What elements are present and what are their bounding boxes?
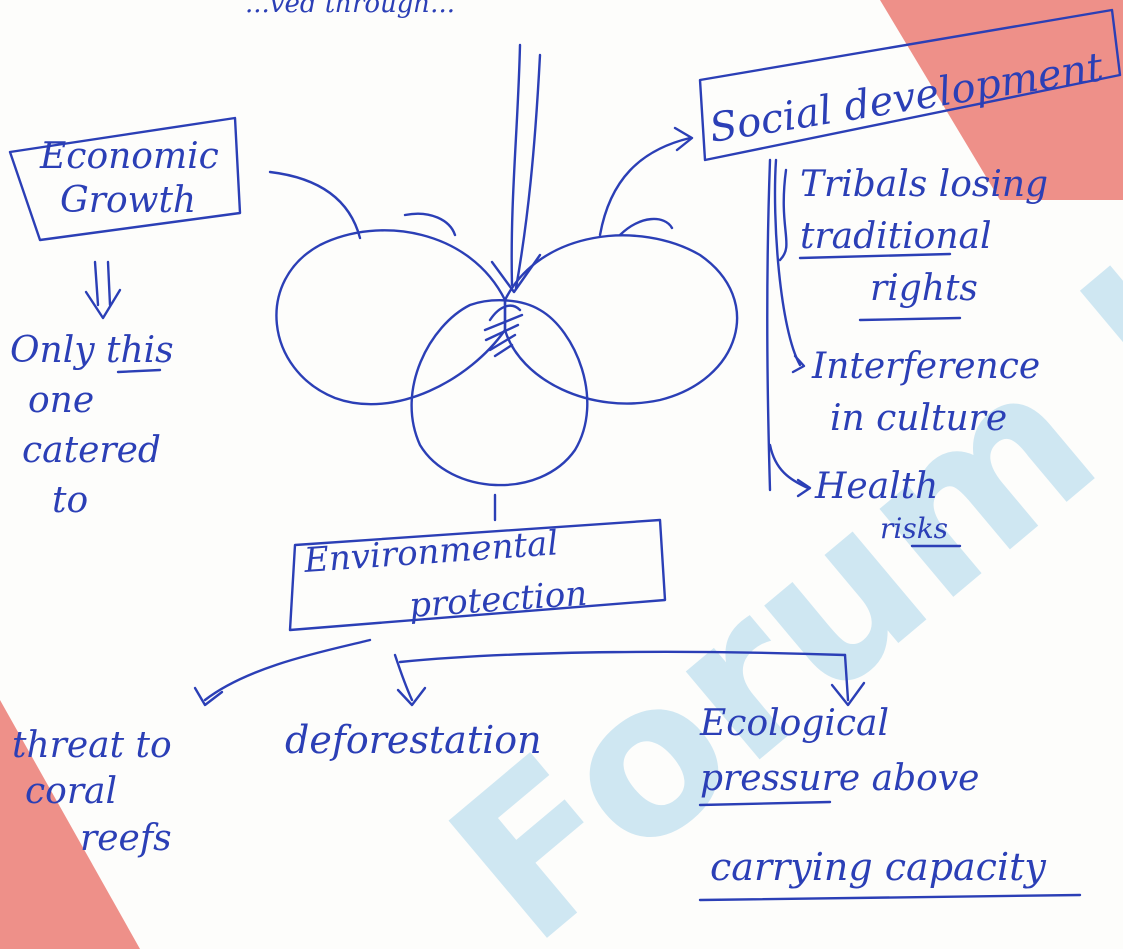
venn-circle-economic xyxy=(275,229,507,406)
social-branches xyxy=(766,158,812,498)
environment-box: Environmental protection xyxy=(288,518,667,632)
arrow-circle-to-social xyxy=(598,136,692,237)
env-point-reefs-line1: threat to xyxy=(12,725,172,766)
venn-overlap-shading xyxy=(483,304,524,358)
top-arrow xyxy=(490,43,542,294)
venn-circle-environment xyxy=(410,299,589,487)
social-point-1-line2: traditional xyxy=(800,216,992,257)
env-point-deforestation: deforestation xyxy=(285,718,542,762)
environment-label-line2: protection xyxy=(408,574,589,626)
underline-rights xyxy=(858,316,962,322)
economic-note: Only this one catered to xyxy=(10,330,174,521)
economic-note-line1: Only this xyxy=(10,330,174,371)
social-point-3-line2: risks xyxy=(880,512,948,545)
env-point-reefs-line3: reefs xyxy=(80,818,172,859)
social-point-1-line1: Tribals losing xyxy=(800,164,1048,205)
environment-label-line1: Environmental xyxy=(302,523,560,581)
env-point-ecological-line3: carrying capacity xyxy=(710,845,1046,889)
economic-label-line1: Economic xyxy=(39,136,219,177)
social-point-2-line2: in culture xyxy=(830,398,1007,439)
economic-note-line2: one xyxy=(28,380,94,421)
arrow-social-into-circle xyxy=(618,217,674,237)
watermark-red-band-bottom xyxy=(0,700,140,949)
economic-note-line3: catered xyxy=(22,430,161,471)
economic-note-line4: to xyxy=(52,480,88,521)
env-point-reefs-line2: coral xyxy=(25,771,117,812)
social-point-2-line1: Interference xyxy=(811,346,1040,387)
venn-diagram xyxy=(268,126,739,522)
top-partial-text: ...ved through... xyxy=(245,0,455,19)
social-point-3-line1: Health xyxy=(814,466,938,507)
social-point-1-line3: rights xyxy=(870,268,978,309)
economic-growth-box: Economic Growth xyxy=(8,116,242,242)
arrow-economic-into-circle-2 xyxy=(403,212,457,237)
environment-branches xyxy=(193,638,866,707)
underline-carrying-capacity xyxy=(698,893,1082,902)
underline-pressure xyxy=(698,800,832,807)
venn-circle-social xyxy=(503,234,739,405)
economic-label-line2: Growth xyxy=(60,180,196,221)
underline-traditional xyxy=(798,252,952,260)
arrow-economic-into-circle xyxy=(268,170,362,240)
env-point-ecological-line1: Ecological xyxy=(699,703,889,744)
env-point-ecological-line2: pressure above xyxy=(700,758,979,799)
economic-down-arrow xyxy=(84,260,122,320)
underline-this xyxy=(116,368,162,374)
